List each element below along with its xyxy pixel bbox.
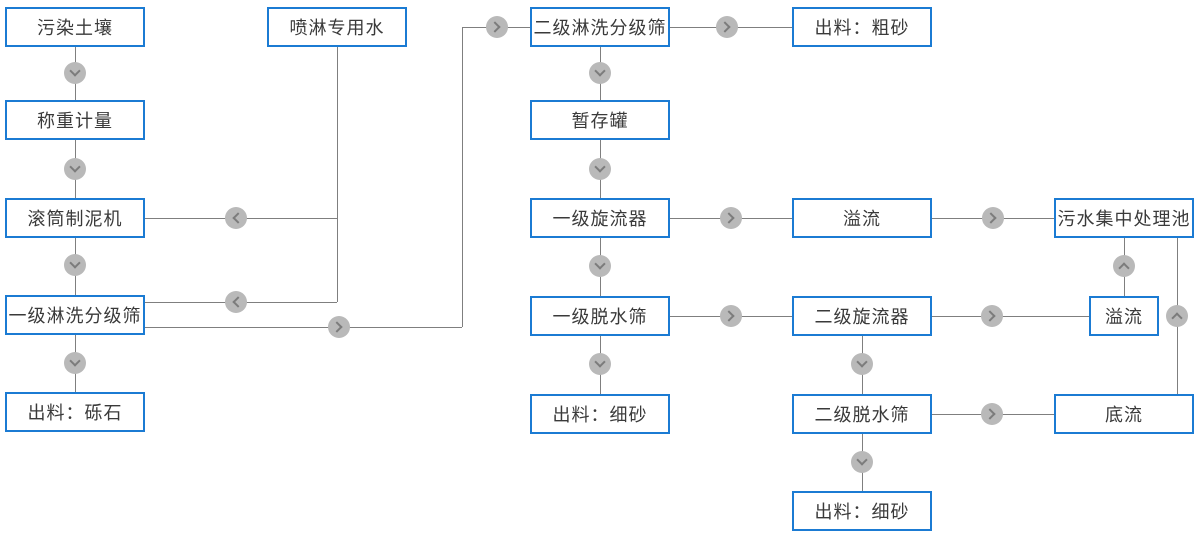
node-output-fine-sand-1: 出料：细砂 bbox=[530, 394, 670, 434]
node-storage-tank: 暂存罐 bbox=[530, 100, 670, 140]
arrow-down-icon bbox=[851, 451, 873, 473]
arrow-down-icon bbox=[64, 352, 86, 374]
arrow-right-icon bbox=[486, 16, 508, 38]
arrow-down-icon bbox=[589, 353, 611, 375]
node-contaminated-soil: 污染土壤 bbox=[5, 7, 145, 47]
node-weighing: 称重计量 bbox=[5, 100, 145, 140]
node-stage1-cyclone: 一级旋流器 bbox=[530, 198, 670, 238]
arrow-down-icon bbox=[589, 62, 611, 84]
arrow-right-icon bbox=[720, 207, 742, 229]
arrow-right-icon bbox=[982, 207, 1004, 229]
node-underflow: 底流 bbox=[1054, 394, 1194, 434]
arrow-left-icon bbox=[225, 291, 247, 313]
arrow-down-icon bbox=[589, 158, 611, 180]
node-overflow-2: 溢流 bbox=[1089, 296, 1159, 336]
arrow-down-icon bbox=[64, 254, 86, 276]
edge-cyclone2-to-overflow2 bbox=[932, 316, 1089, 317]
edge-stage1-screen-out-v bbox=[462, 27, 463, 327]
arrow-left-icon bbox=[225, 207, 247, 229]
node-stage2-dewatering-screen: 二级脱水筛 bbox=[792, 394, 932, 434]
arrow-right-icon bbox=[328, 316, 350, 338]
arrow-right-icon bbox=[716, 16, 738, 38]
node-stage2-cyclone: 二级旋流器 bbox=[792, 296, 932, 336]
arrow-up-icon bbox=[1113, 255, 1135, 277]
node-sewage-pool: 污水集中处理池 bbox=[1054, 198, 1194, 238]
node-overflow-1: 溢流 bbox=[792, 198, 932, 238]
arrow-right-icon bbox=[981, 403, 1003, 425]
arrow-down-icon bbox=[589, 255, 611, 277]
node-stage2-washing-screen: 二级淋洗分级筛 bbox=[530, 7, 670, 47]
arrow-up-icon bbox=[1166, 305, 1188, 327]
node-spray-water: 喷淋专用水 bbox=[267, 7, 407, 47]
arrow-down-icon bbox=[851, 353, 873, 375]
edge-stage1-screen-out-h bbox=[145, 327, 462, 328]
arrow-down-icon bbox=[64, 158, 86, 180]
node-output-fine-sand-2: 出料：细砂 bbox=[792, 491, 932, 531]
node-drum-mud-machine: 滚筒制泥机 bbox=[5, 198, 145, 238]
arrow-right-icon bbox=[981, 305, 1003, 327]
node-stage1-dewatering-screen: 一级脱水筛 bbox=[530, 296, 670, 336]
arrow-down-icon bbox=[64, 62, 86, 84]
node-output-coarse-sand: 出料：粗砂 bbox=[792, 7, 932, 47]
node-stage1-washing-screen: 一级淋洗分级筛 bbox=[5, 295, 145, 335]
edge-spray-water-main bbox=[337, 47, 338, 302]
arrow-right-icon bbox=[720, 305, 742, 327]
node-output-gravel: 出料：砾石 bbox=[5, 392, 145, 432]
